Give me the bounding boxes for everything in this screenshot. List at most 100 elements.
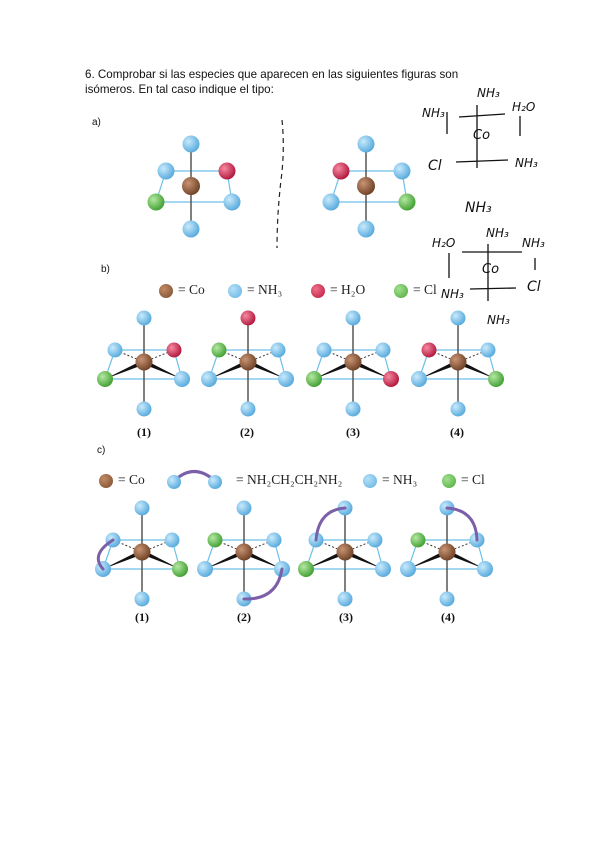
legend-cl-label: = Cl: [413, 282, 437, 297]
b3-nh3-top: [345, 310, 361, 326]
caption-b1: (1): [137, 425, 151, 439]
b1-nh3-bottom: [136, 401, 152, 417]
a2-nh3-top: [357, 135, 375, 153]
c3-nh3-fr: [375, 561, 391, 577]
hw2-top: NH₃: [486, 226, 509, 240]
a2-h2o-ul: [332, 162, 350, 180]
b4-nh3-br: [480, 342, 496, 358]
c2-en-arc-0: [242, 567, 284, 601]
c2-co-center: [235, 543, 253, 561]
b3-nh3-br: [375, 342, 391, 358]
legend-c-cl-ball: [442, 474, 456, 488]
hw1-upper-left: NH₃: [422, 106, 445, 120]
c2-wedge-fl: [205, 549, 244, 569]
a1-nh3-bottom: [182, 220, 200, 238]
b1-nh3-top: [136, 310, 152, 326]
c4-co-center: [438, 543, 456, 561]
hw1-top: NH₃: [477, 86, 500, 100]
b4-nh3-top: [450, 310, 466, 326]
c1-en-arc-0: [96, 538, 115, 571]
legend-co-ball: [159, 284, 173, 298]
legend-c-cl-label: = Cl: [461, 472, 485, 487]
b3-wedge-fr: [353, 359, 391, 379]
c1-co-center: [133, 543, 151, 561]
b3-nh3-bottom: [345, 401, 361, 417]
b2-h2o-top: [240, 310, 256, 326]
caption-b4: (4): [450, 425, 464, 439]
b4-nh3-fl: [411, 371, 427, 387]
a2-nh3-bottom: [357, 220, 375, 238]
c1-wedge-fl: [103, 549, 142, 569]
legend-c-co-ball: [99, 474, 113, 488]
b2-nh3-br: [270, 342, 286, 358]
c4-cl-bl: [410, 532, 426, 548]
hw1-lower-left: Cl: [428, 158, 442, 174]
c4-wedge-fr: [447, 549, 485, 569]
caption-c3: (3): [339, 610, 353, 624]
c2-wedge-fr: [244, 549, 282, 569]
b2-nh3-fr: [278, 371, 294, 387]
hw1-bottom: NH₃: [465, 200, 492, 216]
c3-co-center: [336, 543, 354, 561]
b4-wedge-fr: [458, 359, 496, 379]
legend-c-nh3-ball: [363, 474, 377, 488]
a1-co-center: [182, 177, 200, 195]
legend-en-ball-right: [208, 475, 222, 489]
b1-cl-fl: [97, 371, 113, 387]
c3-nh3-bottom: [337, 591, 353, 607]
a1-nh3-top: [182, 135, 200, 153]
hw2-lower-right: Cl: [527, 279, 541, 295]
b2-cl-bl: [211, 342, 227, 358]
legend-c-en-label: = NH₂CH₂CH₂NH₂: [236, 472, 343, 487]
caption-c2: (2): [237, 610, 251, 624]
b3-h2o-fr: [383, 371, 399, 387]
mirror-line: [276, 119, 284, 249]
part-b-label: b): [101, 264, 110, 275]
hw1-upper-right: H₂O: [512, 100, 536, 114]
b1-wedge-fl: [105, 359, 144, 379]
b4-h2o-bl: [421, 342, 437, 358]
b3-wedge-fl: [314, 359, 353, 379]
part-a-label: a): [92, 117, 101, 128]
legend-c-co-label: = Co: [118, 472, 145, 487]
b4-cl-fr: [488, 371, 504, 387]
a2-co-center: [357, 177, 375, 195]
legend-nh3-ball: [228, 284, 242, 298]
hw1-lower-right: NH₃: [515, 156, 538, 170]
c1-nh3-bottom: [134, 591, 150, 607]
hw2-upper-right: NH₃: [522, 236, 545, 250]
b2-nh3-fl: [201, 371, 217, 387]
question-text: 6. Comprobar si las especies que aparece…: [85, 68, 459, 96]
b1-nh3-bl: [107, 342, 123, 358]
hw2-lower-left: NH₃: [441, 287, 464, 301]
c4-nh3-fl: [400, 561, 416, 577]
c1-wedge-fr: [142, 549, 180, 569]
a2-nh3-ll: [322, 193, 340, 211]
c3-wedge-fl: [306, 549, 345, 569]
c4-nh3-fr: [477, 561, 493, 577]
legend-en-ball-left: [167, 475, 181, 489]
c2-nh3-top: [236, 500, 252, 516]
legend-h2o-label: = H₂O: [330, 282, 366, 297]
hw2-bottom: NH₃: [487, 313, 510, 327]
legend-h2o-ball: [311, 284, 325, 298]
b2-co-center: [239, 353, 257, 371]
b3-co-center: [344, 353, 362, 371]
c3-en-arc-0: [314, 506, 347, 542]
caption-c4: (4): [441, 610, 455, 624]
b1-co-center: [135, 353, 153, 371]
c1-nh3-br: [164, 532, 180, 548]
b2-wedge-fl: [209, 359, 248, 379]
a1-nh3-ul: [157, 162, 175, 180]
b4-wedge-fl: [419, 359, 458, 379]
b3-cl-fl: [306, 371, 322, 387]
c1-cl-fr: [172, 561, 188, 577]
c2-nh3-br: [266, 532, 282, 548]
caption-c1: (1): [135, 610, 149, 624]
c1-nh3-top: [134, 500, 150, 516]
b1-nh3-fr: [174, 371, 190, 387]
a2-nh3-ur: [393, 162, 411, 180]
c3-cl-fl: [298, 561, 314, 577]
c3-wedge-fr: [345, 549, 383, 569]
